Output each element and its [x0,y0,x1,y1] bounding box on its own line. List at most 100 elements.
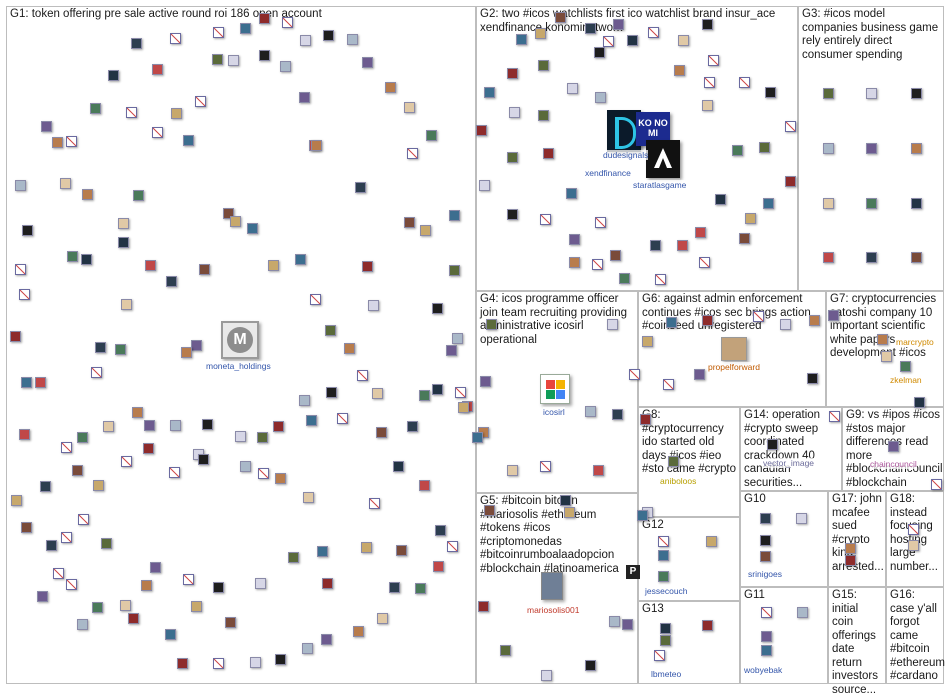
g3-account-node[interactable] [911,198,922,209]
g3-account-node[interactable] [911,252,922,263]
g2-account-node[interactable] [613,19,624,30]
g1-account-node[interactable] [404,217,415,228]
g1-account-node[interactable] [419,390,430,401]
g1-account-node[interactable] [393,461,404,472]
g4-account-node[interactable] [607,319,618,330]
g3-account-node[interactable] [866,88,877,99]
small-group-node[interactable] [660,635,671,646]
g1-account-node[interactable] [35,377,46,388]
g2-account-node[interactable] [732,145,743,156]
g1-account-node[interactable] [230,216,241,227]
g2-account-node[interactable] [702,100,713,111]
g6-account-node[interactable] [753,311,764,322]
g2-account-node[interactable] [715,194,726,205]
g4-account-node[interactable] [507,465,518,476]
p-badge-node[interactable]: P [626,565,640,579]
g3-account-node[interactable] [866,143,877,154]
small-group-node[interactable] [760,513,771,524]
g1-account-node[interactable] [108,70,119,81]
g4-account-node[interactable] [585,406,596,417]
g1-account-node[interactable] [166,276,177,287]
g2-account-node[interactable] [535,28,546,39]
g1-account-node[interactable] [21,522,32,533]
g1-account-node[interactable] [299,395,310,406]
g4-account-node[interactable] [486,319,497,330]
g1-account-node[interactable] [183,135,194,146]
g1-account-node[interactable] [10,331,21,342]
g1-account-node[interactable] [337,413,348,424]
g5-account-node[interactable] [609,616,620,627]
g4-account-node[interactable] [480,376,491,387]
g6-account-node[interactable] [663,379,674,390]
small-group-node[interactable] [829,411,840,422]
g1-account-node[interactable] [325,325,336,336]
g1-account-node[interactable] [419,480,430,491]
g1-account-node[interactable] [355,182,366,193]
g1-account-node[interactable] [275,654,286,665]
g1-account-node[interactable] [90,103,101,114]
g7-account-node[interactable] [914,397,925,408]
g1-account-node[interactable] [115,344,126,355]
g1-account-node[interactable] [317,546,328,557]
g1-account-node[interactable] [67,251,78,262]
small-group-node[interactable] [845,543,856,554]
g1-account-node[interactable] [46,540,57,551]
g1-account-node[interactable] [369,498,380,509]
g1-account-node[interactable] [223,208,234,219]
g6-account-node[interactable] [642,336,653,347]
g1-account-node[interactable] [77,432,88,443]
g1-account-node[interactable] [118,237,129,248]
small-group-node[interactable] [660,623,671,634]
g1-account-node[interactable] [259,50,270,61]
g1-account-node[interactable] [19,429,30,440]
g1-account-node[interactable] [171,108,182,119]
g2-account-node[interactable] [567,83,578,94]
g2-account-node[interactable] [569,234,580,245]
g2-account-node[interactable] [610,250,621,261]
g2-account-node[interactable] [745,213,756,224]
g1-account-node[interactable] [257,432,268,443]
g1-account-node[interactable] [240,461,251,472]
small-group-node[interactable] [761,631,772,642]
g1-account-node[interactable] [15,180,26,191]
g2-account-node[interactable] [509,107,520,118]
g1-account-node[interactable] [77,619,88,630]
g2-account-node[interactable] [507,68,518,79]
g2-account-node[interactable] [566,188,577,199]
g1-account-node[interactable] [72,465,83,476]
small-group-node[interactable] [908,540,919,551]
icosirl-node[interactable] [540,374,570,404]
g1-account-node[interactable] [133,190,144,201]
small-group-node[interactable] [706,536,717,547]
g2-account-node[interactable] [595,92,606,103]
g1-account-node[interactable] [303,492,314,503]
g2-account-node[interactable] [484,87,495,98]
g2-account-node[interactable] [595,217,606,228]
moneta-holdings-node[interactable]: M [221,321,259,359]
small-group-node[interactable] [796,513,807,524]
small-group-node[interactable] [658,536,669,547]
g4-account-node[interactable] [472,432,483,443]
g1-account-node[interactable] [389,582,400,593]
g1-account-node[interactable] [93,480,104,491]
g1-account-node[interactable] [152,64,163,75]
g4-account-node[interactable] [629,369,640,380]
g1-account-node[interactable] [259,13,270,24]
small-group-node[interactable] [845,555,856,566]
g2-account-node[interactable] [739,77,750,88]
g1-account-node[interactable] [247,223,258,234]
g5-account-node[interactable] [500,645,511,656]
g2-account-node[interactable] [655,274,666,285]
g5-account-node[interactable] [637,510,648,521]
g2-account-node[interactable] [708,55,719,66]
g2-account-node[interactable] [543,148,554,159]
g1-account-node[interactable] [306,415,317,426]
g1-account-node[interactable] [275,473,286,484]
g1-account-node[interactable] [82,189,93,200]
g1-account-node[interactable] [145,260,156,271]
g2-account-node[interactable] [507,152,518,163]
g1-account-node[interactable] [53,568,64,579]
g2-account-node[interactable] [699,257,710,268]
g7-account-node[interactable] [877,334,888,345]
g1-account-node[interactable] [195,96,206,107]
